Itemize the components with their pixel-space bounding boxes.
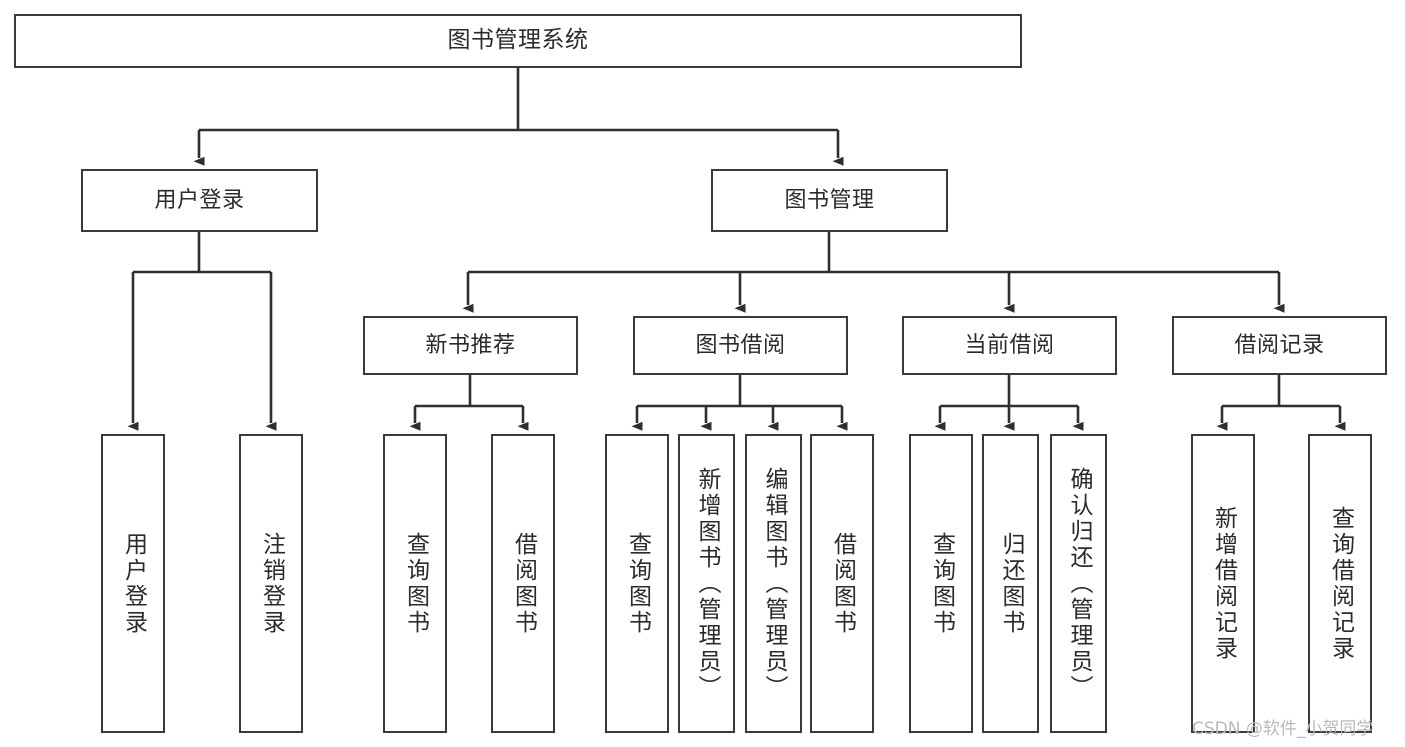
node-leaf-return-book[interactable]: 归还图书: [982, 434, 1039, 733]
node-label: 借阅记录: [1234, 332, 1325, 358]
node-label: 查询图书: [624, 531, 651, 636]
csdn-watermark: CSDN @软件_小贺同学: [1192, 719, 1374, 739]
node-label: 图书管理: [784, 187, 875, 213]
node-label: 确认归还（管理员）: [1066, 466, 1092, 701]
node-leaf-query-record[interactable]: 查询借阅记录: [1308, 434, 1372, 733]
node-borrow-record[interactable]: 借阅记录: [1172, 316, 1387, 375]
node-leaf-logout-login[interactable]: 注销登录: [239, 434, 303, 733]
node-label: 编辑图书（管理员）: [761, 466, 787, 701]
node-leaf-add-record[interactable]: 新增借阅记录: [1191, 434, 1255, 733]
node-leaf-query-book-3[interactable]: 查询图书: [909, 434, 973, 733]
node-label: 新书推荐: [425, 332, 516, 358]
node-label: 查询图书: [928, 531, 955, 636]
node-leaf-query-book-1[interactable]: 查询图书: [383, 434, 447, 733]
node-leaf-add-book[interactable]: 新增图书（管理员）: [678, 434, 735, 733]
node-leaf-confirm-return[interactable]: 确认归还（管理员）: [1050, 434, 1107, 733]
node-label: 查询图书: [402, 531, 429, 636]
node-leaf-borrow-book-1[interactable]: 借阅图书: [491, 434, 555, 733]
node-current-borrow[interactable]: 当前借阅: [902, 316, 1117, 375]
node-label: 图书管理系统: [447, 27, 589, 54]
node-leaf-query-book-2[interactable]: 查询图书: [605, 434, 669, 733]
node-leaf-borrow-book-2[interactable]: 借阅图书: [810, 434, 874, 733]
node-label: 注销登录: [258, 531, 285, 636]
node-leaf-edit-book[interactable]: 编辑图书（管理员）: [745, 434, 802, 733]
node-new-book-recommend[interactable]: 新书推荐: [363, 316, 578, 375]
node-label: 新增图书（管理员）: [694, 466, 720, 701]
node-root-book-management-system[interactable]: 图书管理系统: [14, 14, 1022, 68]
node-leaf-user-login[interactable]: 用户登录: [101, 434, 165, 733]
node-book-manage[interactable]: 图书管理: [711, 169, 948, 232]
node-label: 当前借阅: [964, 332, 1055, 358]
node-book-borrow[interactable]: 图书借阅: [633, 316, 848, 375]
node-label: 借阅图书: [510, 531, 537, 636]
node-label: 新增借阅记录: [1210, 505, 1237, 662]
node-label: 归还图书: [998, 531, 1024, 636]
node-label: 图书借阅: [695, 332, 786, 358]
node-label: 用户登录: [154, 187, 245, 213]
node-label: 查询借阅记录: [1327, 505, 1354, 662]
node-label: 借阅图书: [829, 531, 856, 636]
node-label: 用户登录: [120, 531, 147, 636]
node-user-login[interactable]: 用户登录: [81, 169, 318, 232]
